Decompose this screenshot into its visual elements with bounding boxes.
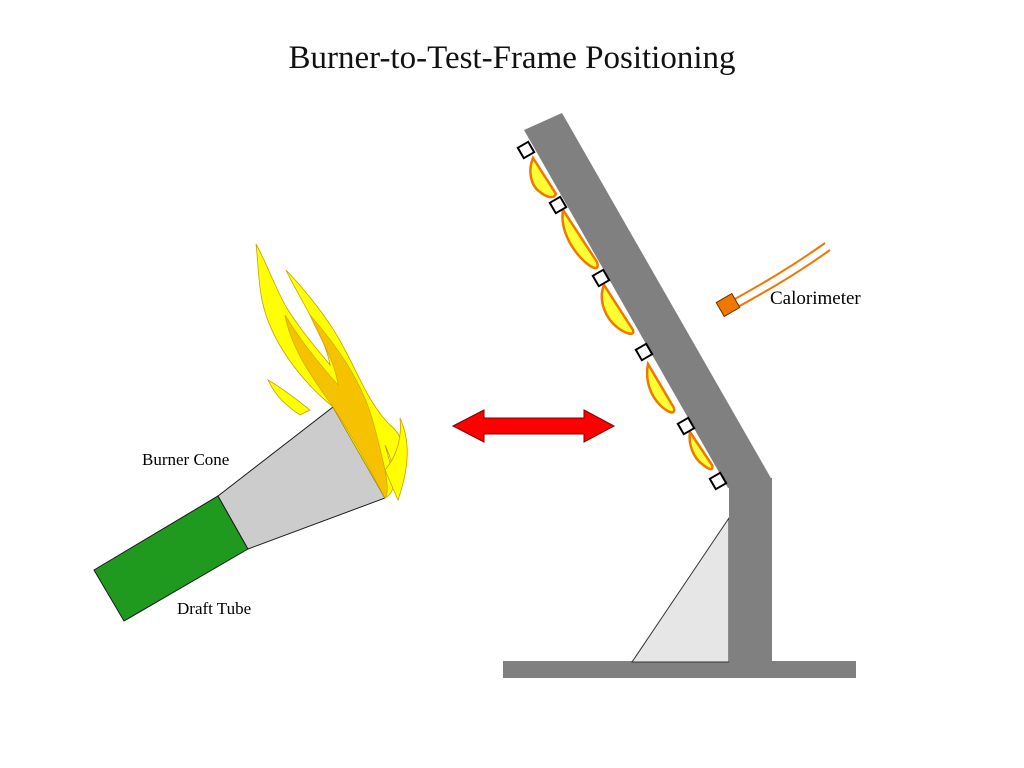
frame-inclined-arm <box>524 113 772 488</box>
flame-tongue-right <box>384 417 408 502</box>
calorimeter-wire <box>732 242 826 301</box>
specimen <box>645 360 676 414</box>
burner-flames <box>255 243 408 502</box>
positioning-arrow <box>451 409 616 443</box>
calorimeter-wire <box>735 249 831 309</box>
clip <box>676 416 696 436</box>
clip <box>548 195 568 215</box>
clip <box>708 471 728 491</box>
specimen-clips <box>516 140 728 491</box>
calorimeter <box>715 242 831 318</box>
specimens <box>529 155 714 471</box>
flame-inner <box>284 314 388 499</box>
test-frame <box>503 113 856 678</box>
clip <box>634 342 654 362</box>
specimen <box>561 206 599 270</box>
burner-cone-label: Burner Cone <box>142 450 229 469</box>
frame-base <box>503 661 856 678</box>
flame-tongue-left <box>267 379 311 416</box>
clip <box>591 268 611 288</box>
specimen <box>529 155 558 199</box>
calorimeter-sensor <box>715 292 741 318</box>
calorimeter-label: Calorimeter <box>770 288 861 309</box>
draft-tube-label: Draft Tube <box>177 599 251 618</box>
slide-title: Burner-to-Test-Frame Positioning <box>288 40 736 76</box>
frame-brace <box>631 516 730 663</box>
clip <box>516 140 536 160</box>
specimen <box>600 282 635 336</box>
frame-post <box>729 478 772 664</box>
specimen <box>688 428 714 471</box>
burner-assembly <box>93 406 386 622</box>
